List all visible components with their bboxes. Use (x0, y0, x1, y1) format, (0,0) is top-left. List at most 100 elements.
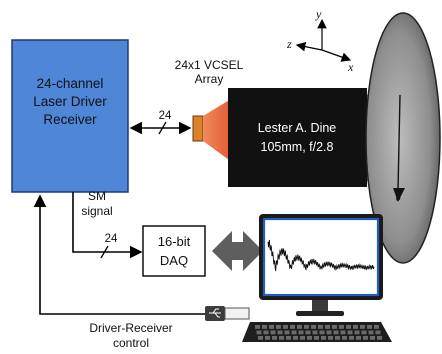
driver-label-line2: Laser Driver (33, 94, 107, 109)
keyboard-key (258, 336, 263, 340)
disk-face (365, 12, 441, 264)
z-axis-label: z (286, 37, 292, 51)
keyboard-key (276, 325, 281, 329)
keyboard-key (368, 330, 374, 335)
keyboard-key (326, 330, 332, 335)
disk-rotation-arrowhead (393, 188, 405, 202)
sm-bus-count: 24 (105, 233, 118, 245)
keyboard-key (270, 330, 276, 335)
keyboard-key (304, 325, 309, 329)
keyboard-key (319, 330, 325, 335)
keyboard-key (290, 325, 295, 329)
keyboard-key (311, 325, 316, 329)
keyboard-key (291, 330, 297, 335)
keyboard-key (298, 330, 304, 335)
x-axis-label: x (347, 60, 354, 74)
daq-box-rect (142, 225, 206, 277)
keyboard-key (353, 325, 358, 329)
keyboard-key (263, 330, 269, 335)
sm-signal-label-line2: signal (81, 204, 112, 218)
daq-label-line2: DAQ (160, 253, 188, 268)
driver-label-line3: Receiver (43, 112, 97, 127)
beam-left (203, 96, 236, 165)
keyboard-key (328, 336, 333, 340)
rotating-disk (365, 12, 441, 264)
usb-plug-connector (224, 307, 250, 320)
control-label-line2: control (113, 336, 149, 350)
keyboard-key (256, 330, 262, 335)
control-path: Driver-Receiver control (33, 194, 205, 350)
usb-icon (209, 308, 221, 318)
keyboard-key (360, 325, 365, 329)
keyboard-key (262, 325, 267, 329)
keyboard-key (332, 325, 337, 329)
z-axis-line (295, 41, 323, 52)
keyboard-key (363, 336, 368, 340)
keyboard-key (293, 336, 298, 340)
keyboard-key (307, 336, 312, 340)
vcsel-bus: 24 (129, 110, 192, 135)
keyboard-key (286, 336, 291, 340)
vcsel-label-line2: Array (195, 72, 224, 86)
keyboard-key (318, 325, 323, 329)
driver-receiver-box: 24-channel Laser Driver Receiver (11, 39, 129, 193)
computer (242, 214, 392, 342)
keyboard-key (377, 336, 382, 340)
keyboard-key (312, 330, 318, 335)
keyboard-key (269, 325, 274, 329)
keyboard-key (305, 330, 311, 335)
keyboard-key (265, 336, 270, 340)
keyboard-key (346, 325, 351, 329)
sm-signal-line (72, 192, 143, 259)
keyboard-key (277, 330, 283, 335)
lens-label-line1: Lester A. Dine (258, 121, 337, 135)
vcsel-label-line1: 24x1 VCSEL (175, 58, 244, 72)
screen-signal-trace (267, 239, 375, 272)
keyboard-key (375, 330, 381, 335)
keyboard-key (339, 325, 344, 329)
keyboard-key (370, 336, 375, 340)
sm-signal-label-line1: SM (88, 189, 106, 203)
keyboard-key (361, 330, 367, 335)
daq-computer-arrow (212, 231, 263, 271)
keyboard-key (297, 325, 302, 329)
keyboard-keys (255, 325, 382, 340)
vcsel-bus-slash (158, 121, 167, 135)
coordinate-axes: y z x (286, 7, 354, 74)
keyboard-key (347, 330, 353, 335)
lens: Lester A. Dine 105mm, f/2.8 (228, 88, 367, 187)
lens-body (228, 88, 367, 187)
vcsel-bus-count: 24 (159, 110, 172, 122)
sm-signal-path: 24 SM signal (72, 189, 143, 259)
driver-box-rect (11, 39, 129, 193)
daq-label-line1: 16-bit (158, 234, 191, 249)
y-axis-label: y (315, 7, 322, 21)
keyboard-key (283, 325, 288, 329)
usb-plug (205, 306, 250, 321)
keyboard-key (279, 336, 284, 340)
lens-label-line2: 105mm, f/2.8 (261, 140, 334, 154)
sm-bus-slash (100, 245, 109, 259)
monitor-base (296, 311, 344, 316)
keyboard-key (272, 336, 277, 340)
keyboard-key (342, 336, 347, 340)
keyboard-key (300, 336, 305, 340)
control-label-line1: Driver-Receiver (89, 321, 172, 335)
keyboard-key (367, 325, 372, 329)
daq-box: 16-bit DAQ (142, 225, 206, 277)
keyboard-key (335, 336, 340, 340)
keyboard-key (374, 325, 379, 329)
keyboard-key (314, 336, 319, 340)
keyboard-key (255, 325, 260, 329)
x-axis-line (321, 49, 352, 62)
driver-label-line1: 24-channel (37, 76, 104, 91)
vcsel-chip (192, 115, 204, 142)
keyboard-key (284, 330, 290, 335)
keyboard-key (349, 336, 354, 340)
keyboard-key (354, 330, 360, 335)
keyboard-key (321, 336, 326, 340)
keyboard-key (340, 330, 346, 335)
monitor-screen (262, 217, 380, 297)
keyboard-key (325, 325, 330, 329)
